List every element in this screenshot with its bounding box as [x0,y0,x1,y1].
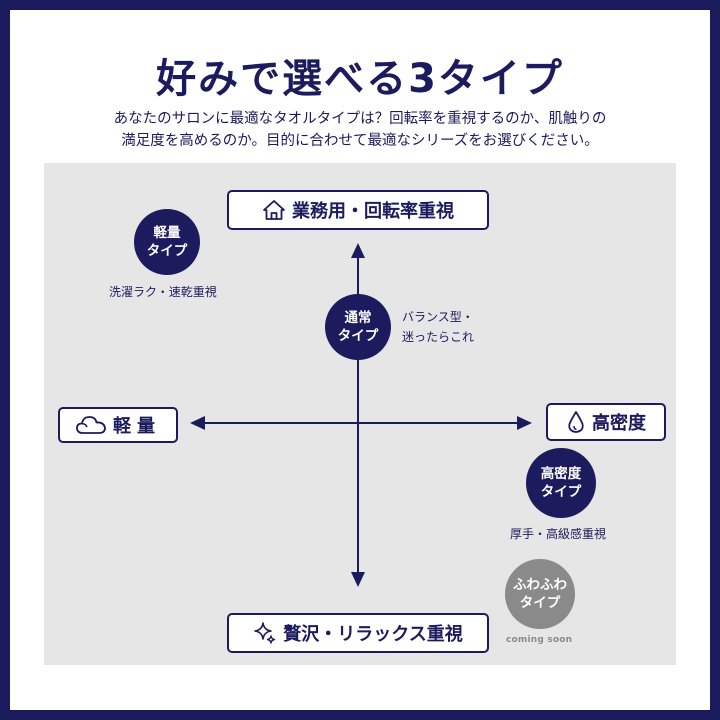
axis-label-right-text: 高密度 [592,413,646,434]
type-normal-note-line1: バランス型・ [402,310,474,324]
type-normal-line1: 通常 [344,310,372,326]
cloud-icon [76,416,106,434]
page-title: 好みで選べる3タイプ [156,56,564,102]
hanger-icon [263,200,285,220]
axis-label-top-text: 業務用・回転率重視 [292,201,454,222]
type-normal-note: バランス型・ 迷ったらこれ [402,307,474,347]
coming-soon-label: coming soon [506,635,573,645]
content-card: 好みで選べる3タイプ あなたのサロンに最適なタオルタイプは？回転率を重視するのか… [10,10,710,710]
intro-line-2: 満足度を高めるのか。目的に合わせて最適なシリーズをお選びください。 [121,133,599,149]
type-fluffy-line2: タイプ [519,595,561,611]
positioning-map: 業務用・回転率重視 贅沢・リラックス重視 軽量 高密度 [44,163,676,665]
type-light-note: 洗濯ラク・速乾重視 [109,285,217,299]
type-light-line1: 軽量 [153,225,181,241]
type-circle-light: 軽量 タイプ [134,209,200,275]
axis-label-left: 軽量 [58,407,178,443]
type-dense-line1: 高密度 [540,466,582,482]
axis-label-bottom: 贅沢・リラックス重視 [227,613,489,653]
type-dense-note: 厚手・高級感重視 [510,527,607,541]
intro-line-1: あなたのサロンに最適なタオルタイプは？回転率を重視するのか、肌触りの [113,111,607,127]
axis-label-left-text: 軽量 [113,416,161,437]
type-light-line2: タイプ [146,243,188,259]
sparkle-icon [254,622,276,644]
intro-text: あなたのサロンに最適なタオルタイプは？回転率を重視するのか、肌触りの 満足度を高… [10,108,710,152]
type-fluffy-line1: ふわふわ [513,577,567,593]
type-circle-normal: 通常 タイプ [325,294,391,360]
axis-label-right: 高密度 [546,403,666,441]
axis-label-top: 業務用・回転率重視 [227,190,489,230]
type-circle-fluffy: ふわふわ タイプ [505,559,575,629]
type-normal-note-line2: 迷ったらこれ [402,330,475,344]
type-circle-dense: 高密度 タイプ [526,448,596,518]
drop-icon [568,411,584,433]
type-normal-line2: タイプ [337,328,379,344]
axis-label-bottom-text: 贅沢・リラックス重視 [283,624,463,645]
axis-arrows [190,243,532,587]
type-dense-line2: タイプ [540,484,582,500]
